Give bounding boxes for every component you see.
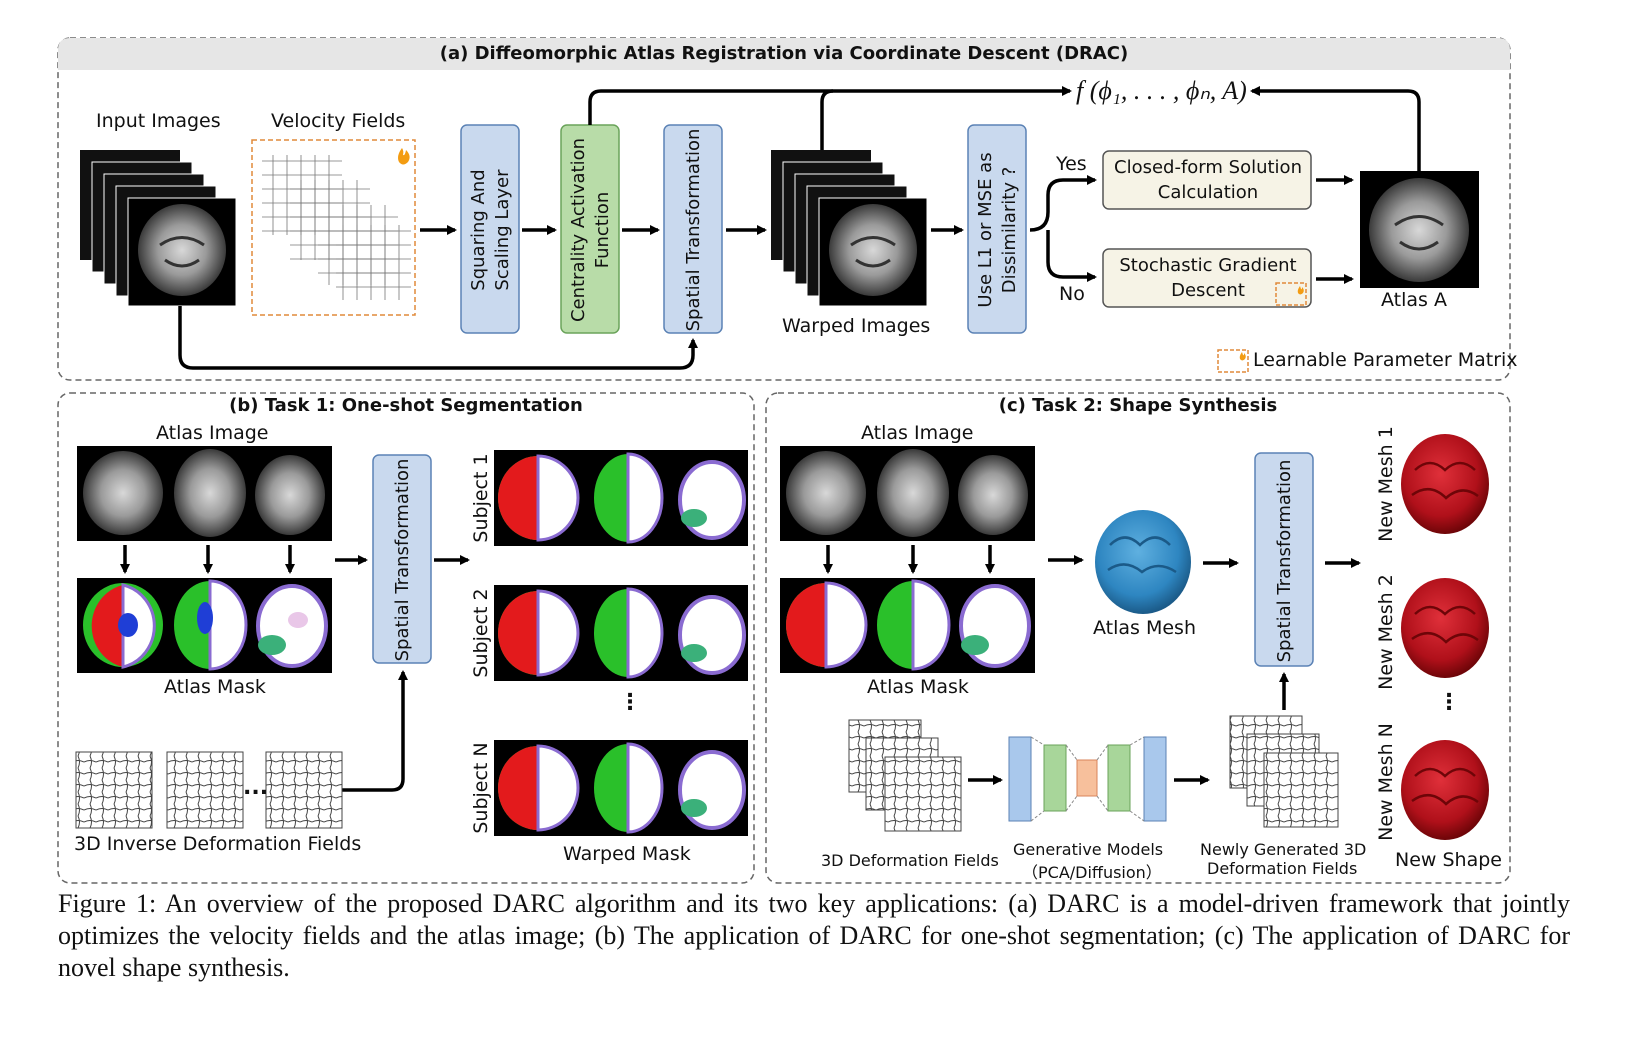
centrality-text-box: Centrality Activation Function <box>561 125 621 335</box>
squaring-text-box: Squaring And Scaling Layer <box>461 125 521 335</box>
b-field-ellipsis: ... <box>243 775 269 800</box>
gen-models-label-2: （PCA/Diffusion） <box>1022 863 1162 882</box>
b-spatial-text-box: Spatial Transformation <box>373 455 433 665</box>
c-spatial-transform-box <box>1254 452 1314 667</box>
sgd-line-1: Stochastic Gradient <box>1119 255 1297 276</box>
c-spatial-text-box: Spatial Transformation <box>1255 453 1315 668</box>
c-arrows <box>823 545 1361 785</box>
b-atlas-mask-strip <box>77 578 332 673</box>
c-atlas-mask-strip <box>780 578 1035 673</box>
spatial-a-label: Spatial Transformation <box>683 128 704 332</box>
closed-form-line-2: Calculation <box>1157 182 1259 203</box>
b-atlas-image-strip <box>77 446 332 541</box>
flame-icon <box>398 148 410 165</box>
c-vertical-dots: ⋮ <box>1438 690 1460 715</box>
flame-icon-small <box>1297 286 1304 295</box>
closed-form-text: Closed-form Solution Calculation <box>1103 154 1313 206</box>
b-vertical-dots: ⋮ <box>619 690 641 715</box>
panel-c-title: (c) Task 2: Shape Synthesis <box>998 395 1278 416</box>
spatial-a-text-box: Spatial Transformation <box>664 125 724 335</box>
b-deform-field-3 <box>265 751 343 829</box>
yes-label: Yes <box>1056 153 1087 175</box>
figure-caption: Figure 1: An overview of the proposed DA… <box>58 889 1570 982</box>
new-mesh-1 <box>1401 434 1489 534</box>
subject-2-label: Subject 2 <box>470 588 492 678</box>
b-deform-fields-label: 3D Inverse Deformation Fields <box>74 833 362 855</box>
new-shape-label: New Shape <box>1395 849 1502 871</box>
panel-b-frame <box>57 392 755 884</box>
b-spatial-transform-box <box>372 454 432 664</box>
sgd-box <box>1102 248 1312 308</box>
centrality-label: Centrality Activation Function <box>568 137 613 323</box>
gen-models-label-1: Generative Models <box>1013 840 1164 859</box>
atlas-mesh <box>1095 510 1191 614</box>
c-atlas-image-label: Atlas Image <box>861 422 974 444</box>
objective-function: f (ϕ₁, . . . , ϕₙ, A) <box>1076 76 1247 105</box>
b-warped-mask-label: Warped Mask <box>563 843 691 865</box>
new-mesh-2-label: New Mesh 2 <box>1375 574 1397 690</box>
panel-a-arrows <box>178 86 1421 370</box>
velocity-fields-label: Velocity Fields <box>271 110 406 132</box>
new-mesh-1-label: New Mesh 1 <box>1375 426 1397 542</box>
panel-c-frame <box>765 392 1511 884</box>
c-atlas-mask-label: Atlas Mask <box>867 676 969 698</box>
flame-icon-legend <box>1239 352 1246 361</box>
generative-model-icon <box>1008 736 1167 822</box>
spatial-transform-box-a <box>663 124 723 334</box>
sgd-text: Stochastic Gradient Descent <box>1103 252 1313 304</box>
panel-b-title: (b) Task 1: One-shot Segmentation <box>229 395 583 416</box>
learnable-legend-marker <box>1217 349 1249 373</box>
c-new-field-stack <box>1229 715 1339 828</box>
c-deform-field-stack <box>848 719 962 832</box>
c-spatial-label: Spatial Transformation <box>1274 459 1295 662</box>
panel-a-title: (a) Diffeomorphic Atlas Registration via… <box>439 43 1129 64</box>
closed-form-line-1: Closed-form Solution <box>1114 157 1302 178</box>
dissimilarity-label: Use L1 or MSE as Dissimilarity ? <box>975 152 1020 308</box>
atlas-mesh-label: Atlas Mesh <box>1093 617 1196 639</box>
new-fields-label-2: Deformation Fields <box>1207 859 1358 878</box>
learnable-a-marker <box>1275 282 1307 306</box>
c-deform-fields-label: 3D Deformation Fields <box>821 851 999 870</box>
new-mesh-n-label: New Mesh N <box>1375 723 1397 841</box>
squaring-label: Squaring And Scaling Layer <box>468 169 513 291</box>
warped-image-stack <box>771 150 928 307</box>
b-atlas-mask-label: Atlas Mask <box>164 676 266 698</box>
new-mesh-n <box>1401 740 1489 840</box>
no-label: No <box>1059 283 1085 305</box>
subject-n-label: Subject N <box>470 742 492 834</box>
b-spatial-label: Spatial Transformation <box>392 458 413 662</box>
panel-a-header-band <box>58 38 1510 70</box>
new-mesh-2 <box>1401 578 1489 678</box>
subject-1-label: Subject 1 <box>470 453 492 543</box>
b-subject-1-masks <box>494 450 748 546</box>
b-deform-field-1 <box>75 751 153 829</box>
input-image-stack <box>80 150 237 307</box>
dissimilarity-text-box: Use L1 or MSE as Dissimilarity ? <box>968 125 1028 335</box>
input-images-label: Input Images <box>96 110 221 132</box>
learnable-legend-label: Learnable Parameter Matrix <box>1253 349 1518 371</box>
atlas-a-label: Atlas A <box>1381 289 1447 311</box>
new-fields-label-1: Newly Generated 3D <box>1200 840 1367 859</box>
b-arrows <box>120 545 470 792</box>
b-atlas-image-label: Atlas Image <box>156 422 269 444</box>
b-subject-2-masks <box>494 585 748 681</box>
warped-images-label: Warped Images <box>782 315 931 337</box>
b-subject-n-masks <box>494 740 748 836</box>
dissimilarity-box <box>967 124 1027 334</box>
closed-form-box <box>1102 150 1312 210</box>
sgd-line-2: Descent <box>1171 280 1245 301</box>
velocity-field-box <box>251 139 416 316</box>
squaring-scaling-box <box>460 124 520 334</box>
c-atlas-image-strip <box>780 446 1035 541</box>
b-deform-field-2 <box>166 751 244 829</box>
